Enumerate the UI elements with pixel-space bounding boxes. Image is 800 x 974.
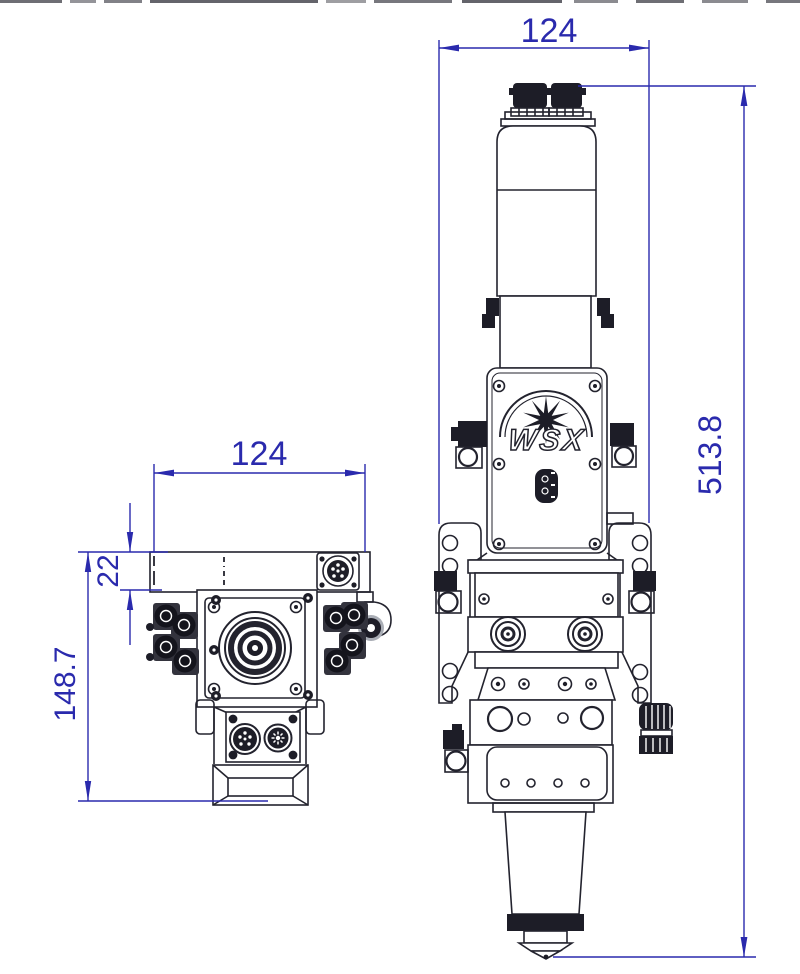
side-view-connector-plate <box>225 711 301 763</box>
side-view-lower-bracket <box>195 699 325 764</box>
dimensions: 124 513.8 124 22 <box>49 12 756 958</box>
side-view-right-valve-knobs <box>303 593 368 700</box>
front-view-body-cylinder <box>482 111 614 369</box>
wsx-logo: WSX <box>499 390 593 458</box>
sunburst-icon <box>523 396 569 444</box>
dim-front-width-label: 124 <box>521 12 578 50</box>
dim-side-height-label: 148.7 <box>49 646 82 721</box>
front-view-lower-assembly <box>467 552 624 804</box>
model-emblem <box>535 469 558 503</box>
brand-logo-text: WSX <box>507 424 588 457</box>
front-view-mid-block <box>486 367 634 554</box>
dim-side-height: 148.7 <box>49 552 268 802</box>
dim-front-width: 124 <box>438 12 650 524</box>
side-view-left-valve-knobs <box>146 595 221 701</box>
dim-front-height-label: 513.8 <box>692 415 728 495</box>
fiber-connector-caps <box>509 83 586 117</box>
page-top-crop-strip <box>0 0 800 3</box>
focus-adjust-knob <box>639 703 673 754</box>
dim-side-width: 124 <box>153 435 366 552</box>
front-view: WSX <box>434 83 673 960</box>
front-view-side-valves <box>451 421 637 469</box>
front-view-ear-clamps <box>434 571 656 614</box>
nozzle-assembly <box>492 802 595 960</box>
dim-side-width-label: 124 <box>231 435 288 473</box>
side-view <box>146 551 392 806</box>
dim-side-flange-label: 22 <box>92 554 125 587</box>
dim-front-height: 513.8 <box>553 85 756 958</box>
side-view-bottom-box <box>212 764 309 806</box>
dim-side-flange-thickness: 22 <box>78 503 168 645</box>
side-view-flange-connector <box>316 552 360 591</box>
front-view-lower-left-valve <box>443 724 469 773</box>
